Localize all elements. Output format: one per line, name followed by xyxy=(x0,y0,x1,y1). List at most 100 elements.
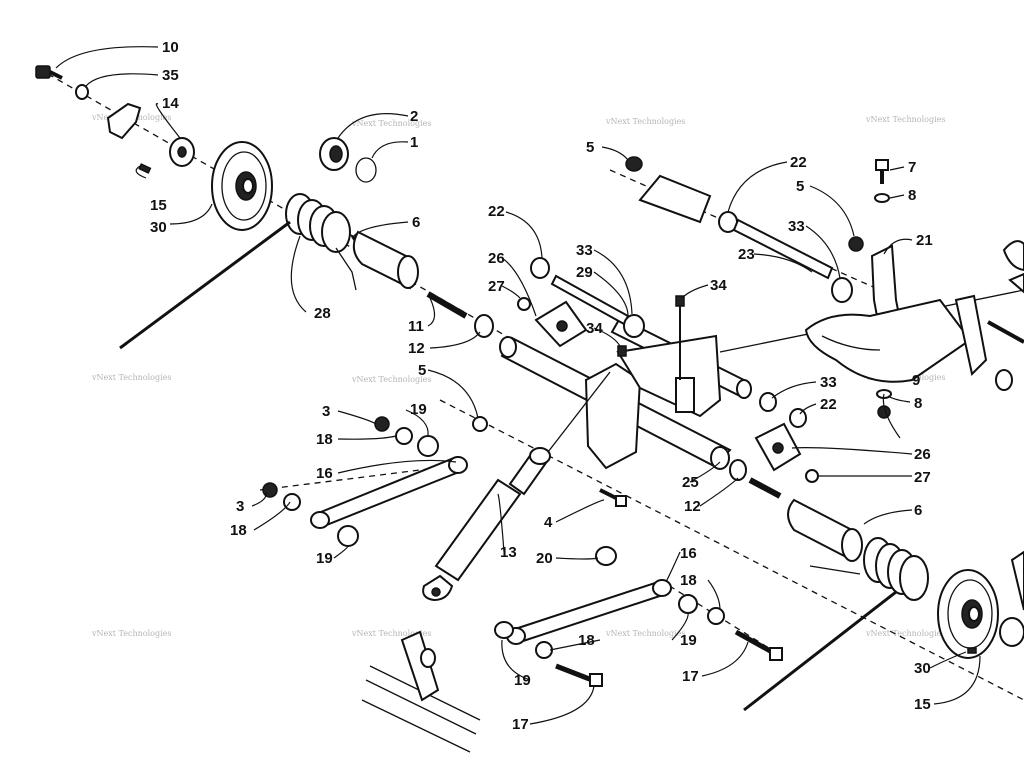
lower-frame-rails-icon xyxy=(361,630,481,753)
callout-label: 14 xyxy=(162,95,179,112)
washer-18-right-icon xyxy=(707,607,725,625)
bushing-19-lower-icon xyxy=(337,525,359,547)
washer-18-left-icon xyxy=(535,641,553,659)
watermark: vNext Technologies xyxy=(865,115,945,124)
callout-label: 17 xyxy=(512,716,529,733)
watermark: vNext Technologies xyxy=(351,119,431,128)
spacer-14-icon xyxy=(169,137,195,167)
frame-plate-left-icon xyxy=(584,362,642,470)
spacer-lower-icon xyxy=(999,617,1024,647)
callout-label: 23 xyxy=(738,246,755,263)
callout-label: 29 xyxy=(576,264,593,281)
callout-label: 12 xyxy=(408,340,425,357)
callout-label: 35 xyxy=(162,67,179,84)
washer-18-upper-icon xyxy=(395,427,413,445)
bearing-2-icon xyxy=(319,137,349,171)
bolt-7-icon xyxy=(875,159,889,184)
callout-label: 8 xyxy=(908,187,916,204)
callout-label: 12 xyxy=(684,498,701,515)
watermark: vNext Technologies xyxy=(605,629,685,638)
link-16-upper-icon xyxy=(310,456,468,529)
watermark: vNext Technologies xyxy=(605,117,685,126)
callout-label: 30 xyxy=(914,660,931,677)
bushing-19-right-icon xyxy=(678,594,698,614)
bolt-17-right-icon xyxy=(734,629,783,661)
callout-label: 33 xyxy=(576,242,593,259)
callout-labels: 10 35 14 15 30 2 1 6 28 11 12 5 22 5 23 … xyxy=(150,39,933,733)
callout-label: 20 xyxy=(536,550,553,567)
idler-wheel-30-icon xyxy=(211,141,273,231)
frame-post-icon xyxy=(675,377,695,413)
bushing-33-lower-icon xyxy=(759,392,777,412)
callout-label: 5 xyxy=(796,178,804,195)
bushing-19-upper-icon xyxy=(417,435,439,457)
bolt-10-icon xyxy=(35,65,63,80)
pin-11-icon xyxy=(426,291,468,319)
callout-label: 15 xyxy=(914,696,931,713)
idler-wheel-30-lower-icon xyxy=(937,569,999,659)
torsion-spring-lower-icon xyxy=(743,537,929,712)
nut-5-right-icon xyxy=(848,236,864,252)
callout-label: 27 xyxy=(914,469,931,486)
screw-15-icon xyxy=(138,163,152,174)
nut-3-upper-icon xyxy=(374,416,390,432)
watermark: vNext Technologies xyxy=(351,375,431,384)
callout-label: 4 xyxy=(544,514,553,531)
bushing-19-left-icon xyxy=(494,621,514,639)
callout-label: 2 xyxy=(410,108,418,125)
bushing-33-upper-icon xyxy=(623,314,645,338)
sleeve-6-lower-icon xyxy=(787,498,863,562)
grease-fitting-34-lower-icon xyxy=(617,345,627,357)
callout-label: 18 xyxy=(230,522,247,539)
callout-label: 26 xyxy=(488,250,505,267)
callout-label: 22 xyxy=(820,396,837,413)
callout-label: 18 xyxy=(316,431,333,448)
slide-bracket-icon xyxy=(638,174,712,224)
ski-mount-32-icon xyxy=(804,298,972,383)
callout-label: 26 xyxy=(914,446,931,463)
snap-ring-1-icon xyxy=(355,157,377,183)
watermark: vNext Technologies xyxy=(91,373,171,382)
callout-label: 21 xyxy=(916,232,933,249)
torsion-spring-28-icon xyxy=(119,193,357,350)
callout-label: 25 xyxy=(682,474,699,491)
sleeve-6-upper-icon xyxy=(349,230,419,290)
callout-label: 5 xyxy=(418,362,426,379)
right-arm-icon xyxy=(954,294,988,377)
callout-label: 6 xyxy=(412,214,420,231)
spacer-20-icon xyxy=(595,546,617,566)
callout-label: 16 xyxy=(316,465,333,482)
callout-label: 27 xyxy=(488,278,505,295)
callout-label: 17 xyxy=(682,668,699,685)
callout-label: 33 xyxy=(788,218,805,235)
callout-label: 34 xyxy=(710,277,727,294)
washer-8-top-icon xyxy=(874,193,890,203)
callout-label: 7 xyxy=(908,159,916,176)
callout-label: 19 xyxy=(410,401,427,418)
screw-15-lower-icon xyxy=(967,647,977,654)
nut-5-mid-icon xyxy=(472,416,488,432)
callout-label: 16 xyxy=(680,545,697,562)
bushing-22-upper-icon xyxy=(530,257,550,279)
watermark: vNext Technologies xyxy=(865,629,945,638)
pin-lower-icon xyxy=(748,477,782,499)
callout-label: 30 xyxy=(150,219,167,236)
bushing-33-right-icon xyxy=(831,277,853,303)
callout-label: 19 xyxy=(680,632,697,649)
callout-label: 22 xyxy=(790,154,807,171)
callout-label: 10 xyxy=(162,39,179,56)
callout-label: 8 xyxy=(914,395,922,412)
callout-label: 5 xyxy=(586,139,594,156)
bracket-14-icon xyxy=(106,102,142,140)
shaft-23-icon xyxy=(732,218,834,280)
washer-18-lower-icon xyxy=(283,493,301,511)
callout-label: 3 xyxy=(236,498,244,515)
callout-label: 9 xyxy=(912,372,920,389)
washer-27-lower-icon xyxy=(805,469,819,483)
bolt-17-lower-icon xyxy=(555,663,603,687)
callout-label: 19 xyxy=(514,672,531,689)
callout-label: 33 xyxy=(820,374,837,391)
nut-3-lower-icon xyxy=(262,482,278,498)
callout-label: 6 xyxy=(914,502,922,519)
